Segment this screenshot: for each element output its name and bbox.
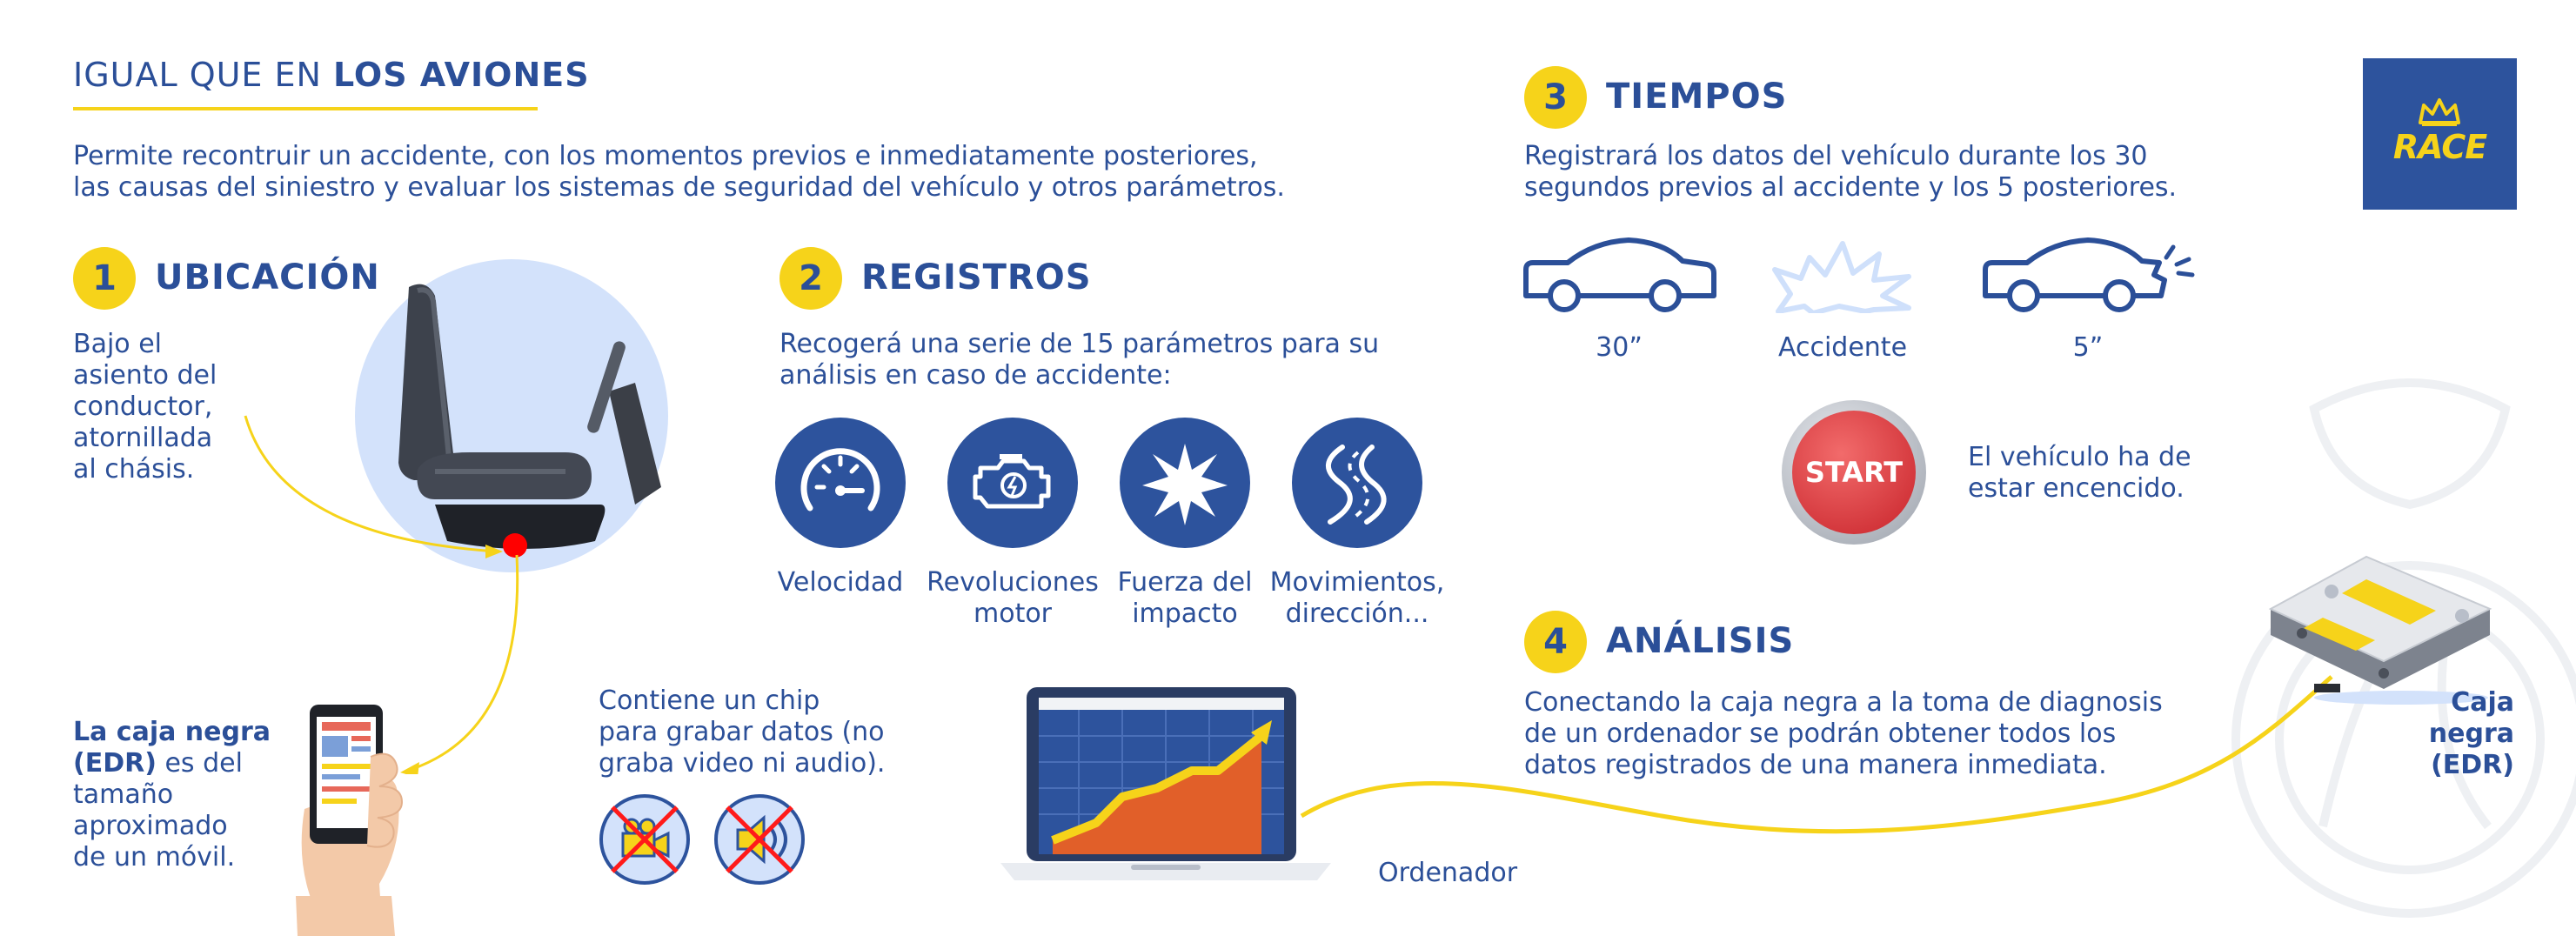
- location-pointer-lines: [244, 415, 519, 774]
- phone-in-hand-illustration: [296, 705, 404, 936]
- page-title-bold: LOS AVIONES: [333, 56, 590, 94]
- param-speed: [775, 418, 906, 548]
- start-button: START: [1792, 411, 1916, 534]
- start-button-label: START: [1804, 456, 1904, 489]
- step-3-badge: 3: [1524, 66, 1587, 129]
- param-label-impact: Fuerza del impacto: [1117, 567, 1253, 629]
- step-4-badge: 4: [1524, 611, 1587, 673]
- race-logo-text: RACE: [2392, 128, 2487, 166]
- section-2-title: REGISTROS: [861, 257, 1092, 298]
- laptop-illustration: [1000, 687, 1331, 880]
- page-title: IGUAL QUE EN LOS AVIONES: [73, 56, 590, 94]
- param-label-engine: Revoluciones motor: [927, 567, 1099, 629]
- race-logo: RACE: [2363, 58, 2517, 210]
- chip-note: Contiene un chip para grabar datos (no g…: [599, 685, 886, 779]
- title-underline: [73, 107, 538, 110]
- edr-location-marker: [503, 533, 527, 558]
- car-after-icon: [1983, 237, 2195, 312]
- intro-text: Permite recontruir un accidente, con los…: [73, 141, 1285, 203]
- edr-box-illustration: [2268, 555, 2492, 705]
- car-before-icon: [1523, 237, 1716, 312]
- step-1-badge: 1: [73, 247, 136, 310]
- timeline-after-label: 5”: [2072, 332, 2104, 363]
- speedometer-icon: [800, 448, 880, 511]
- driver-seat-illustration: [398, 284, 661, 549]
- winding-road-icon: [1326, 445, 1387, 525]
- crash-burst-icon: [1772, 241, 1911, 313]
- start-note: El vehículo ha de estar encencido.: [1968, 442, 2191, 504]
- section-1-title: UBICACIÓN: [155, 257, 380, 298]
- no-audio-icon: [714, 794, 805, 885]
- section-3-text: Registrará los datos del vehículo durant…: [1524, 141, 2178, 203]
- step-2-badge: 2: [779, 247, 842, 310]
- param-movement: [1292, 418, 1422, 548]
- section-1-text: Bajo el asiento del conductor, atornilla…: [73, 329, 217, 485]
- param-impact: [1120, 418, 1250, 548]
- computer-label: Ordenador: [1378, 858, 1518, 888]
- no-video-icon: [599, 794, 690, 885]
- engine-icon: [973, 454, 1051, 509]
- section-2-text: Recogerá una serie de 15 parámetros para…: [779, 329, 1380, 391]
- timeline-before-label: 30”: [1596, 332, 1643, 363]
- data-cable: [1300, 675, 2333, 834]
- size-note-rest: es del tamaño aproximado de un móvil.: [73, 748, 243, 872]
- section-3-title: TIEMPOS: [1606, 77, 1788, 117]
- param-engine: [947, 418, 1078, 548]
- param-label-speed: Velocidad: [777, 567, 904, 598]
- edr-label: Caja negra (EDR): [2428, 687, 2514, 780]
- section-4-title: ANÁLISIS: [1606, 621, 1795, 661]
- param-label-movement: Movimientos, dirección...: [1269, 567, 1445, 629]
- impact-burst-icon: [1142, 444, 1228, 525]
- timeline-crash-label: Accidente: [1777, 332, 1908, 363]
- size-note-bold: La caja negra (EDR): [73, 717, 271, 779]
- page-title-prefix: IGUAL QUE EN: [73, 56, 334, 94]
- crown-icon: [2419, 98, 2460, 126]
- size-note: La caja negra (EDR) es del tamaño aproxi…: [73, 685, 291, 873]
- section-4-text: Conectando la caja negra a la toma de di…: [1524, 687, 2163, 780]
